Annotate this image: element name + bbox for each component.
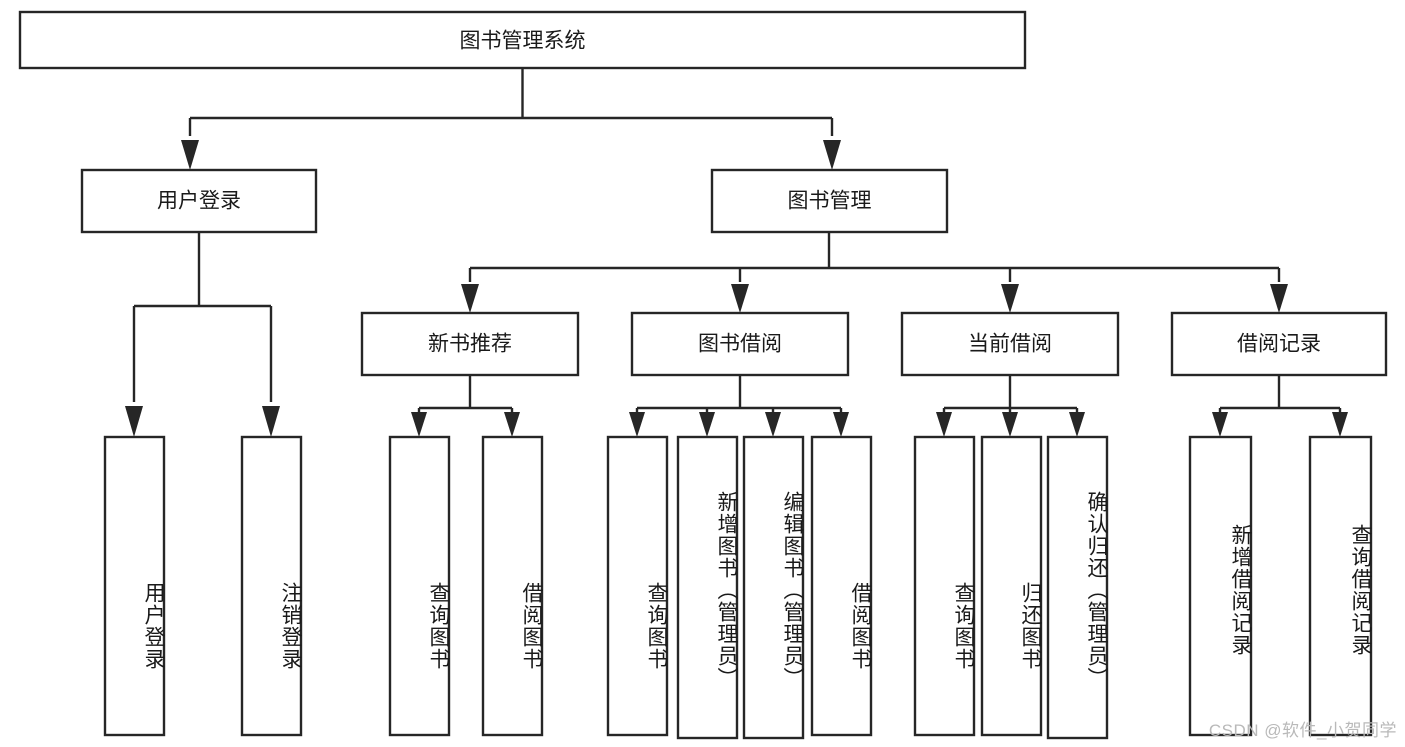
node-leaf-add-book-box[interactable] xyxy=(676,435,739,740)
arrowhead-new-book-rec xyxy=(461,284,479,313)
node-layer: 图书管理系统 用户登录 图书管理 新书推荐 图书借阅 当前借阅 借阅记录 xyxy=(18,10,1388,740)
node-leaf-edit-book-box[interactable] xyxy=(742,435,805,740)
node-leaf-borrow-book-2-box[interactable] xyxy=(810,435,873,737)
arrowhead-leaf-borrow-book-2 xyxy=(833,412,849,437)
node-current-borrow-label: 当前借阅 xyxy=(968,333,1052,356)
csdn-watermark: CSDN @软件_小贺同学 xyxy=(1208,721,1397,740)
arrowhead-leaf-query-book-3 xyxy=(936,412,952,437)
node-book-borrow-label: 图书借阅 xyxy=(698,333,782,356)
arrowhead-book-borrow xyxy=(731,284,749,313)
arrowhead-leaf-return-book xyxy=(1002,412,1018,437)
node-book-manage-label: 图书管理 xyxy=(788,190,872,213)
node-new-book-rec-label: 新书推荐 xyxy=(428,333,512,356)
arrowhead-current-borrow xyxy=(1001,284,1019,313)
node-new-book-rec-box[interactable] xyxy=(360,311,580,377)
node-leaf-confirm-return-box[interactable] xyxy=(1046,435,1109,740)
node-root-label: 图书管理系统 xyxy=(460,30,586,53)
node-book-manage-box[interactable] xyxy=(710,168,949,234)
node-current-borrow-box[interactable] xyxy=(900,311,1120,377)
arrowhead-leaf-user-login xyxy=(125,406,143,437)
node-book-borrow-box[interactable] xyxy=(630,311,850,377)
node-user-login-label: 用户登录 xyxy=(157,190,241,213)
arrowhead-leaf-borrow-book-1 xyxy=(504,412,520,437)
node-leaf-borrow-book-1-box[interactable] xyxy=(481,435,544,737)
node-leaf-add-record-box[interactable] xyxy=(1188,435,1253,737)
arrowhead-borrow-record xyxy=(1270,284,1288,313)
node-user-login-box[interactable] xyxy=(80,168,318,234)
arrowhead-leaf-add-book xyxy=(699,412,715,437)
node-root-box[interactable] xyxy=(18,10,1027,70)
node-leaf-query-book-3-box[interactable] xyxy=(913,435,976,737)
node-leaf-query-book-1-box[interactable] xyxy=(388,435,451,737)
arrowhead-leaf-confirm-return xyxy=(1069,412,1085,437)
connector-layer xyxy=(125,68,1348,437)
node-leaf-user-login-box[interactable] xyxy=(103,435,166,737)
arrowhead-leaf-query-book-1 xyxy=(411,412,427,437)
arrowhead-book-manage xyxy=(823,140,841,170)
node-leaf-query-book-2-box[interactable] xyxy=(606,435,669,737)
arrowhead-leaf-edit-book xyxy=(765,412,781,437)
node-borrow-record-label: 借阅记录 xyxy=(1237,333,1321,356)
arrowhead-user-login xyxy=(181,140,199,170)
node-borrow-record-box[interactable] xyxy=(1170,311,1388,377)
arrowhead-leaf-add-record xyxy=(1212,412,1228,437)
arrowhead-leaf-query-record xyxy=(1332,412,1348,437)
arrowhead-leaf-query-book-2 xyxy=(629,412,645,437)
node-leaf-query-record-box[interactable] xyxy=(1308,435,1373,737)
node-leaf-return-book-box[interactable] xyxy=(980,435,1043,737)
node-leaf-logout-box[interactable] xyxy=(240,435,303,737)
arrowhead-leaf-logout xyxy=(262,406,280,437)
